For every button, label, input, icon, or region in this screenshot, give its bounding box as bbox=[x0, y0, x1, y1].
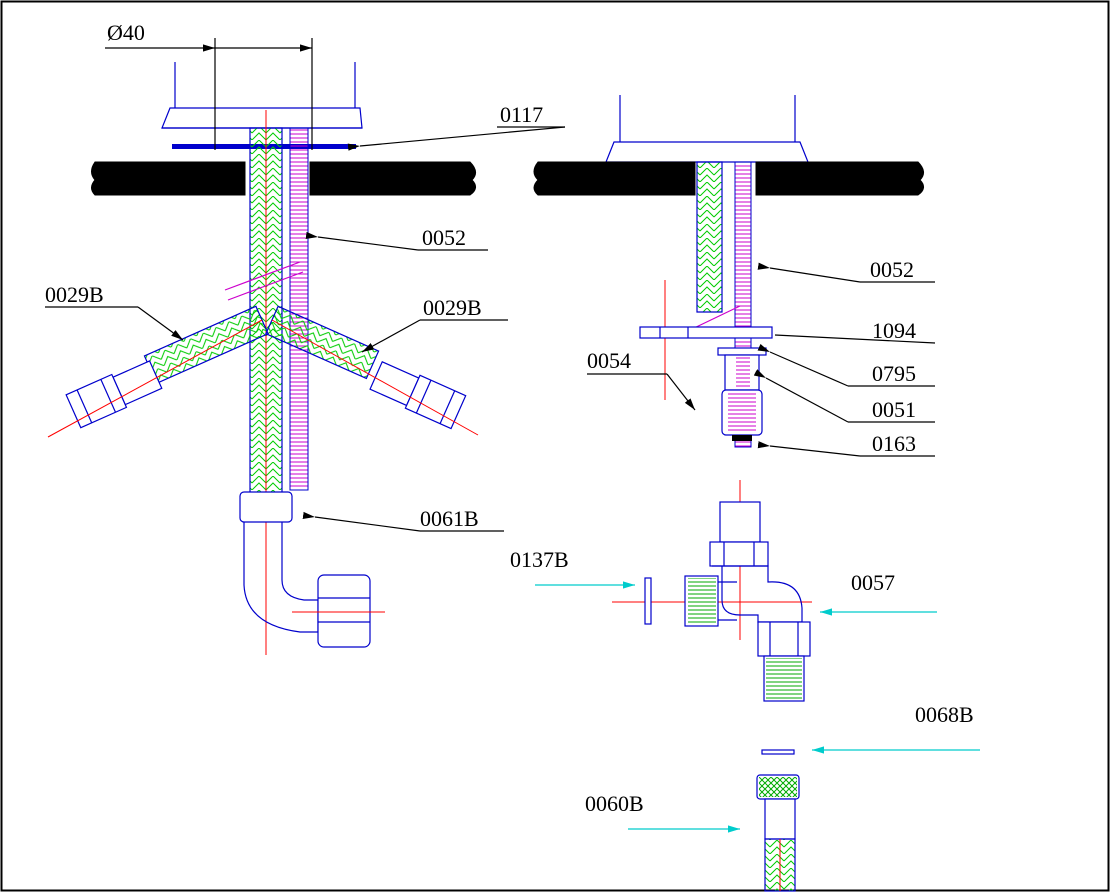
label-hose-left: 0029B bbox=[45, 282, 104, 307]
supply-hose bbox=[756, 774, 800, 892]
seal-0068B bbox=[761, 749, 795, 755]
threaded-rod-left bbox=[289, 127, 309, 491]
angle-valve bbox=[612, 480, 812, 702]
label-hose-right: 0029B bbox=[423, 295, 482, 320]
right-assembly bbox=[533, 95, 924, 448]
label-washer: 0795 bbox=[872, 361, 916, 386]
label-washer-top: 0117 bbox=[500, 102, 543, 127]
label-seal: 0068B bbox=[915, 702, 974, 727]
label-bracket: 1094 bbox=[872, 318, 916, 343]
bracket-1094 bbox=[639, 326, 773, 339]
label-nut: 0054 bbox=[587, 348, 631, 373]
braided-hose-stub bbox=[696, 161, 723, 313]
label-rod-left: 0052 bbox=[422, 225, 466, 250]
counter-top-left bbox=[91, 161, 246, 196]
counter-top-right bbox=[533, 161, 696, 196]
label-outlet-hose: 0061B bbox=[420, 506, 479, 531]
label-supply-hose: 0060B bbox=[585, 791, 644, 816]
label-valve-left: 0137B bbox=[510, 547, 569, 572]
left-assembly bbox=[47, 38, 479, 655]
label-rod-right: 0052 bbox=[870, 257, 914, 282]
label-diameter: Ø40 bbox=[107, 20, 145, 45]
label-valve-right: 0057 bbox=[851, 570, 895, 595]
label-spacer: 0051 bbox=[872, 397, 916, 422]
label-nut-bottom: 0163 bbox=[872, 431, 916, 456]
